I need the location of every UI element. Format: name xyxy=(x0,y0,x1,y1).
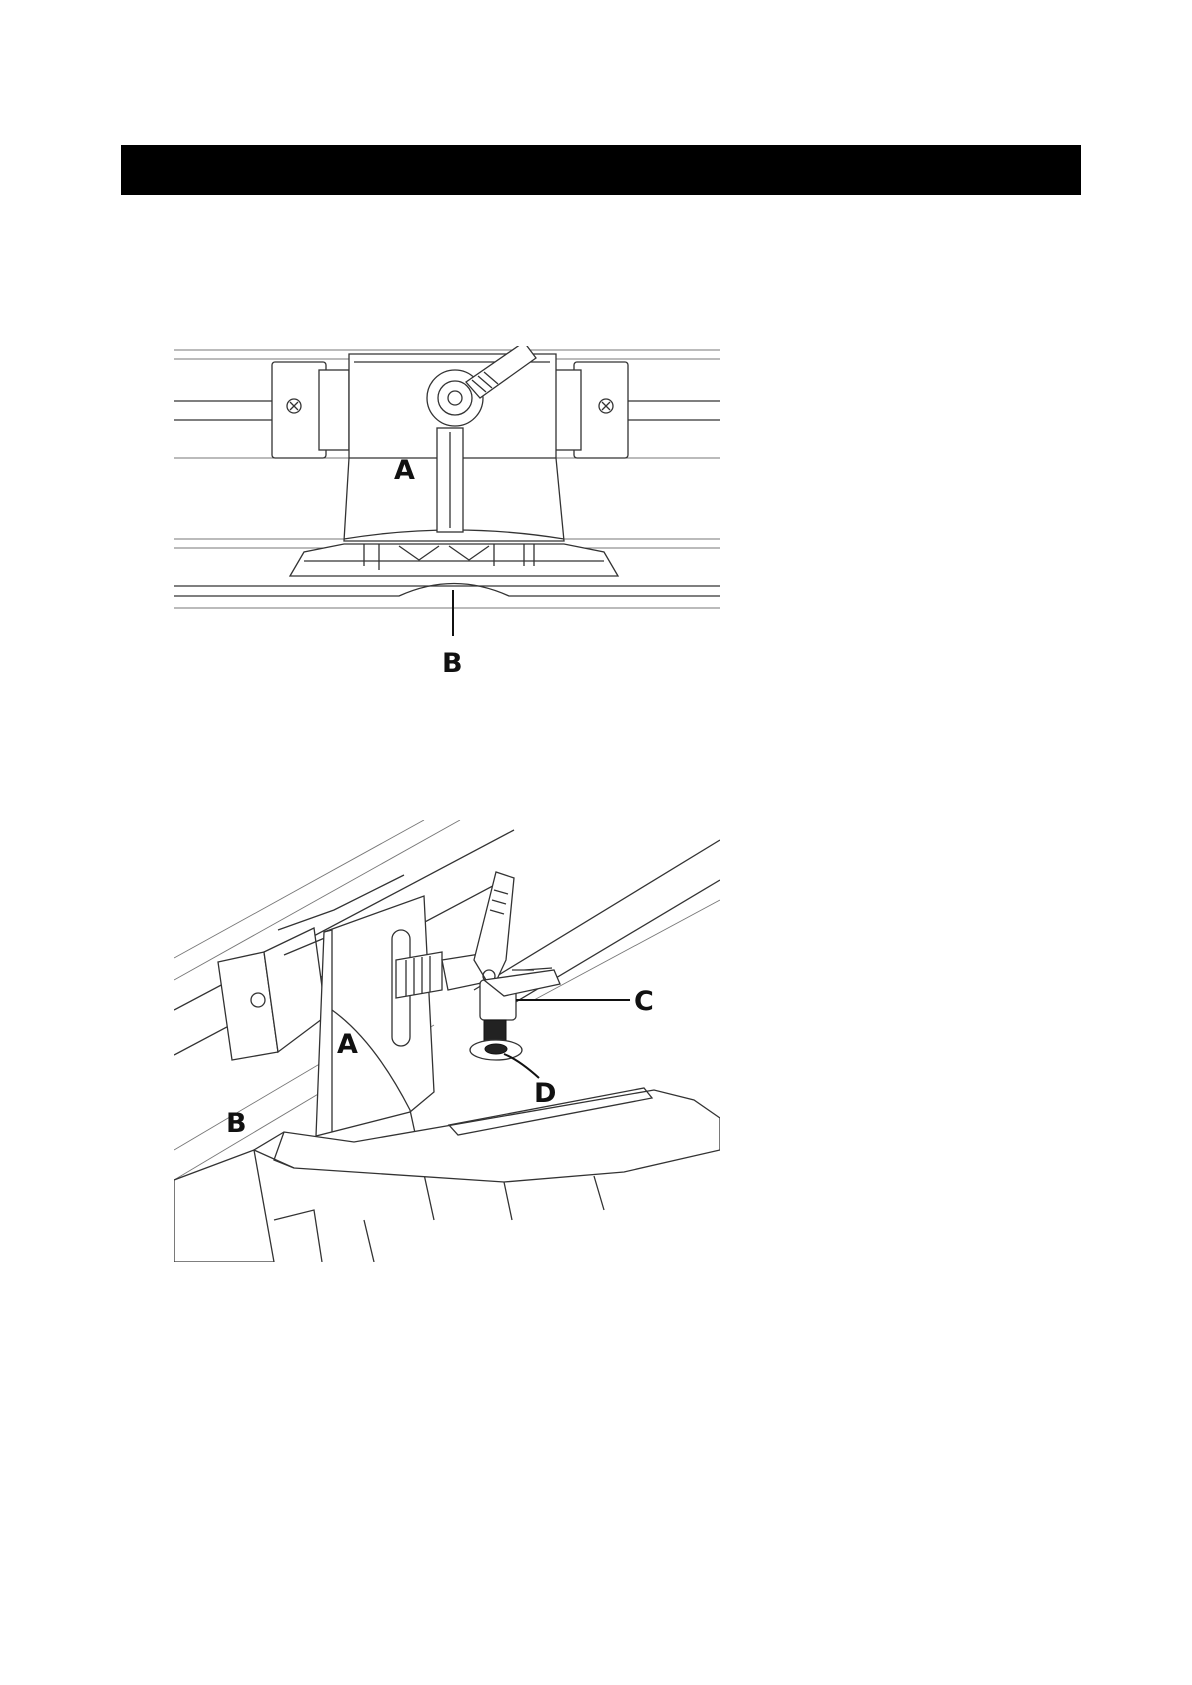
figure-2-drawing: A B C D xyxy=(174,820,720,1262)
figure-1-drawing: A B xyxy=(174,346,720,686)
figure-1-bracket-front-view: A B xyxy=(174,346,720,686)
callout-a: A xyxy=(394,455,415,486)
figure-2-bracket-perspective-view: A B C D xyxy=(174,820,720,1262)
callout-d: D xyxy=(534,1078,556,1109)
callout-a: A xyxy=(337,1029,358,1060)
section-header-bar xyxy=(121,145,1081,195)
callout-c: C xyxy=(634,986,654,1017)
callout-b: B xyxy=(442,648,463,679)
callout-b: B xyxy=(226,1108,247,1139)
